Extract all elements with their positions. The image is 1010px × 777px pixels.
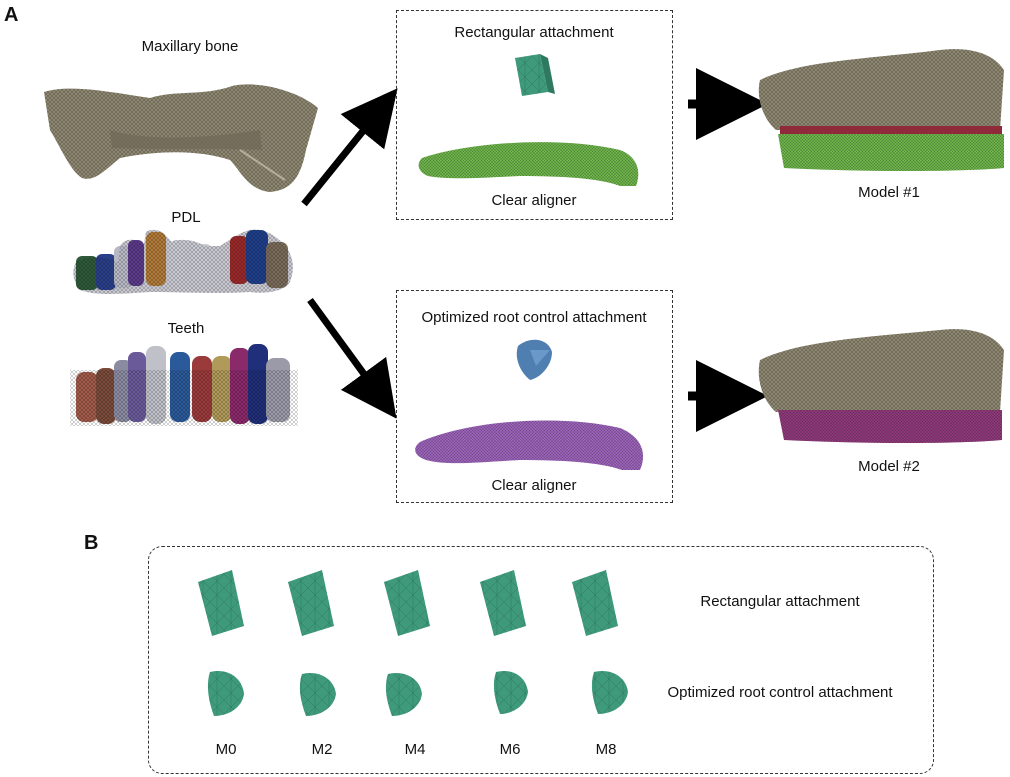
teeth-image bbox=[70, 344, 298, 426]
rect-attachment-m6 bbox=[480, 570, 526, 636]
column-label-m2: M2 bbox=[311, 741, 333, 758]
column-label-m6: M6 bbox=[499, 741, 521, 758]
model-2-image bbox=[758, 329, 1004, 443]
rectangular-attachment-box bbox=[396, 10, 673, 220]
optimized-attachment-m2 bbox=[299, 672, 336, 716]
purple-clear-aligner bbox=[415, 420, 644, 470]
rectangular-attachment-top bbox=[515, 54, 555, 96]
panel-b-rectangular-label: Rectangular attachment bbox=[700, 593, 860, 610]
optimized-attachment-top bbox=[516, 339, 552, 380]
optimized-attachment-box bbox=[396, 290, 673, 503]
rect-attachment-m8 bbox=[572, 570, 618, 636]
panel-b-optimized-label: Optimized root control attachment bbox=[667, 684, 893, 701]
rect-attachment-m4 bbox=[384, 570, 430, 636]
panel-b-box bbox=[148, 546, 934, 774]
optimized-attachment-m8 bbox=[591, 670, 628, 714]
clear-aligner-label-bottom: Clear aligner bbox=[491, 477, 577, 494]
optimized-attachment-m6 bbox=[493, 670, 528, 714]
optimized-attachment-label: Optimized root control attachment bbox=[421, 309, 647, 326]
pdl-label: PDL bbox=[171, 209, 201, 226]
model-1-image bbox=[758, 49, 1004, 171]
maxillary-bone-label: Maxillary bone bbox=[141, 38, 239, 55]
model-1-label: Model #1 bbox=[858, 184, 920, 201]
optimized-attachment-m4 bbox=[385, 672, 422, 716]
model-2-label: Model #2 bbox=[858, 458, 920, 475]
column-label-m4: M4 bbox=[404, 741, 426, 758]
panel-b-letter: B bbox=[84, 532, 99, 554]
optimized-attachment-m0 bbox=[207, 670, 244, 716]
arrow-to-top-box bbox=[301, 88, 398, 207]
teeth-label: Teeth bbox=[167, 320, 205, 337]
pdl-image bbox=[73, 229, 293, 294]
rectangular-attachment-label: Rectangular attachment bbox=[454, 24, 614, 41]
rect-attachment-m0 bbox=[198, 570, 244, 636]
clear-aligner-label-top: Clear aligner bbox=[491, 192, 577, 209]
arrow-to-bottom-box bbox=[307, 297, 397, 419]
green-clear-aligner bbox=[418, 142, 639, 186]
maxillary-bone-image bbox=[44, 84, 318, 192]
column-label-m0: M0 bbox=[215, 741, 237, 758]
panel-a-letter: A bbox=[4, 4, 19, 26]
rect-attachment-m2 bbox=[288, 570, 334, 636]
column-label-m8: M8 bbox=[595, 741, 617, 758]
